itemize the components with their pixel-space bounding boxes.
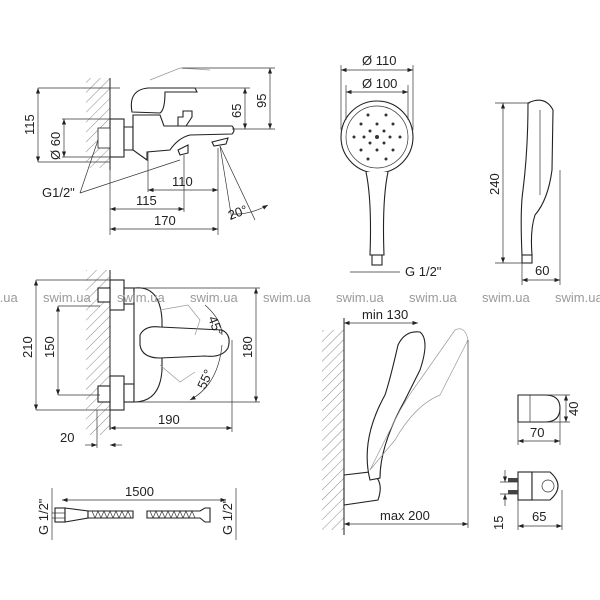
dim-95: 95 [254,94,269,108]
shower-hose: 1500 G 1/2" G 1/2" [36,484,237,540]
dim-210: 210 [20,336,35,358]
dim-diameter-100: Ø 100 [362,76,397,91]
watermark: swim.ua [0,290,18,305]
dim-angle-45: 45° [205,314,226,338]
watermark: swim.ua [43,290,91,305]
dim-110: 110 [172,174,193,189]
watermark: swim.ua [409,290,457,305]
dim-diameter-110: Ø 110 [362,53,396,68]
hand-shower-front-view: Ø 110 Ø 100 G 1/2" [340,53,442,279]
watermark: swim.ua [555,290,600,305]
dim-min-130: min 130 [362,307,408,322]
dim-60: 60 [535,263,549,278]
dim-20: 20 [60,430,74,445]
watermark: swim.ua [482,290,530,305]
thread-left-label: G 1/2" [36,498,51,535]
dim-65: 65 [532,509,546,524]
watermark: swim.ua [336,290,384,305]
dim-hose-1500: 1500 [125,484,154,499]
thread-label: G 1/2" [405,264,442,279]
dim-65: 65 [229,104,244,118]
dim-115-offset: 115 [136,193,157,208]
dim-150: 150 [42,336,57,358]
dim-115-height: 115 [22,114,37,135]
thread-label: G1/2" [42,185,75,200]
watermark: swim.ua [263,290,311,305]
dim-40: 40 [566,402,581,416]
dim-15: 15 [491,516,506,530]
hand-shower-side-view: 240 60 [487,99,561,285]
dim-170: 170 [154,213,176,228]
dim-max-200: max 200 [380,508,430,523]
dim-angle-55: 55° [194,367,216,391]
dim-diameter-60: Ø 60 [48,132,63,160]
dim-70: 70 [530,425,544,440]
watermark: swim.ua [190,290,238,305]
shower-mixer-front-view: 210 150 180 190 20 45° 55° [20,270,260,448]
dim-180: 180 [240,336,255,358]
shower-holder-view: min 130 max 200 [322,307,469,535]
wall-bracket-view: 40 70 15 65 [491,394,581,530]
dim-angle-20: 20° [226,202,250,223]
bath-mixer-side-view: 115 Ø 60 65 95 110 115 170 20° G1/2" [22,67,275,235]
dim-240: 240 [487,173,502,195]
thread-right-label: G 1/2" [220,498,235,535]
dim-190: 190 [158,412,180,427]
